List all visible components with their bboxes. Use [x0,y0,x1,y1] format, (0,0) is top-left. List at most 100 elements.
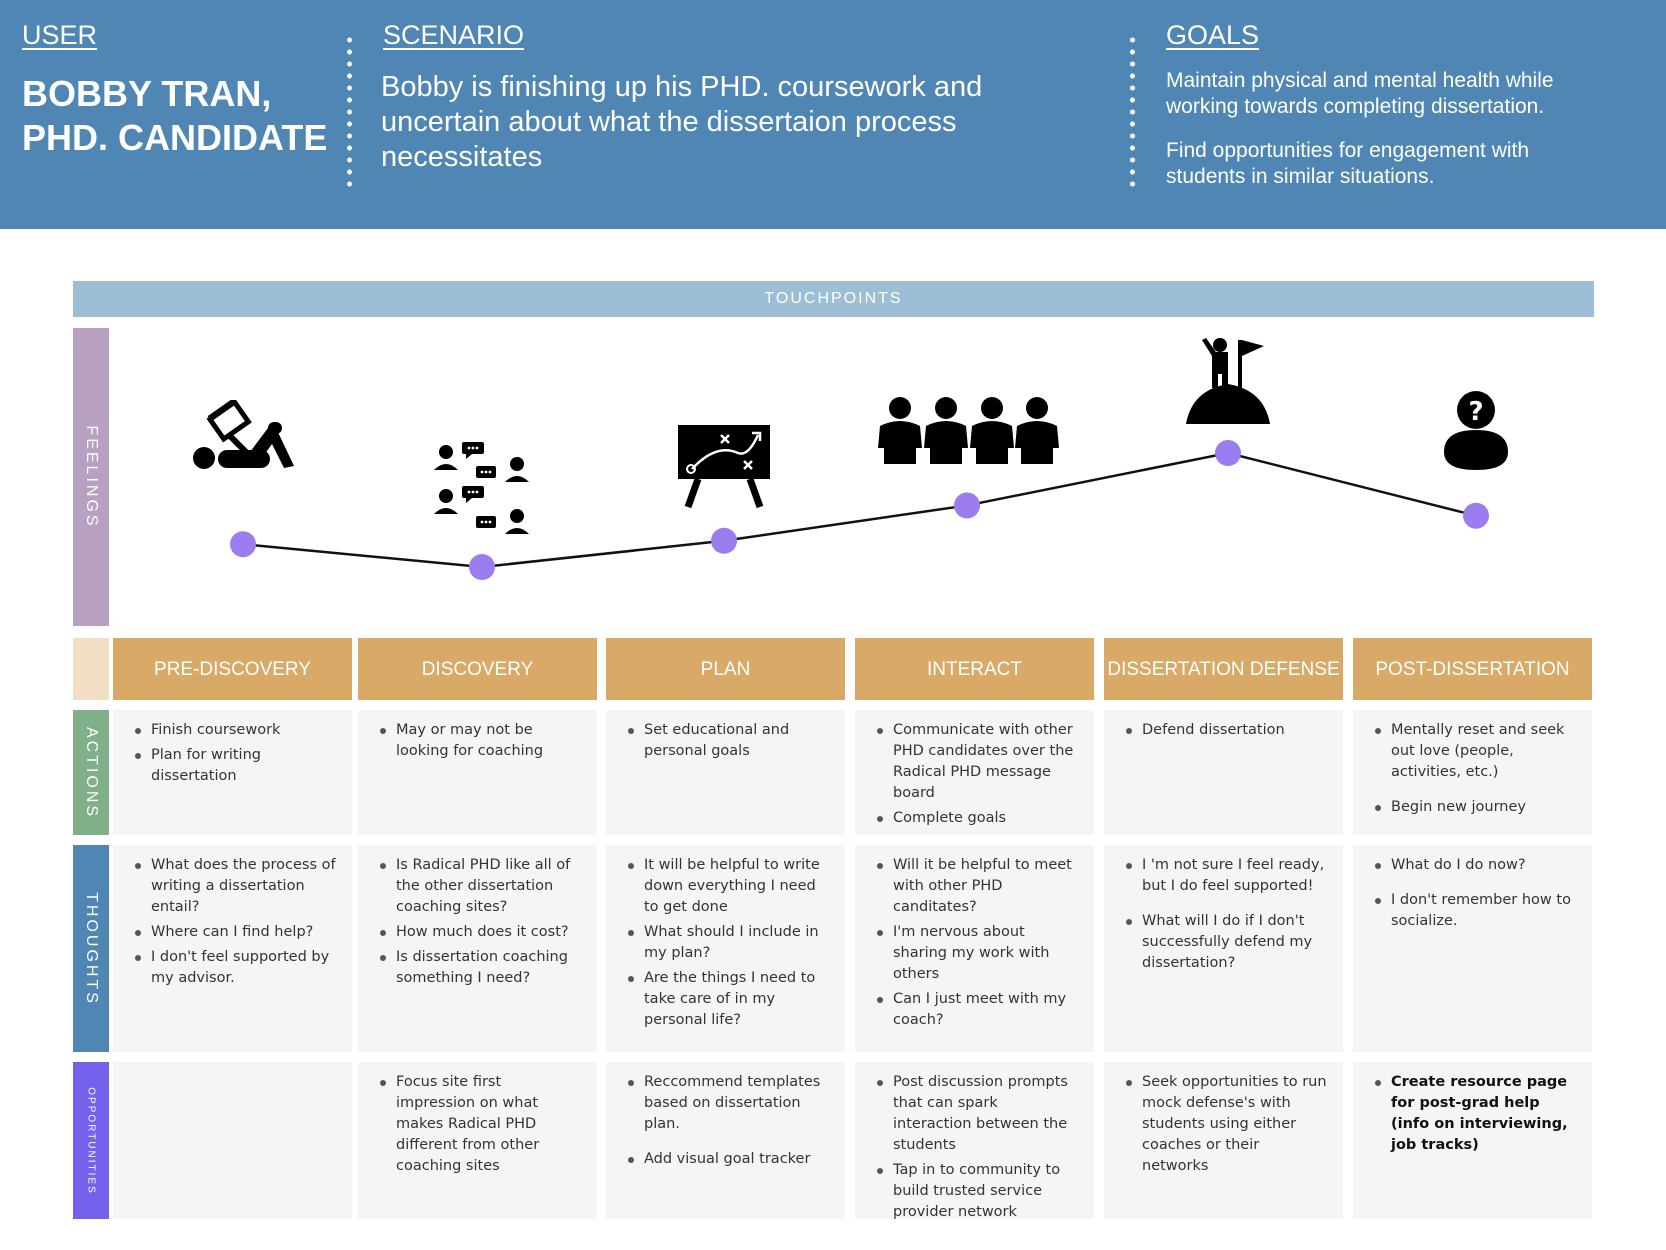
feeling-point [954,492,980,519]
header-banner: USER BOBBY TRAN, PHD. CANDIDATE SCENARIO… [0,0,1666,229]
strategy-board-icon [678,425,770,509]
phase-header: PLAN [606,638,845,700]
phase-corner [73,638,109,700]
list-item: Defend dissertation [1124,720,1327,741]
feelings-row-label: FEELINGS [73,328,109,626]
people-chat-icon [434,442,529,534]
goal-item: Maintain physical and mental health whil… [1166,69,1554,118]
user-name: BOBBY TRAN, PHD. CANDIDATE [22,73,328,158]
actions-cell-list: Defend dissertation [1124,720,1327,741]
list-item: Begin new journey [1373,797,1576,818]
actions-cell-list: May or may not be looking for coaching [378,720,581,762]
thoughts-cell-list: What do I do now? I don't remember how to… [1373,855,1576,932]
list-item: Set educational and personal goals [626,720,829,762]
list-item: Are the things I need to take care of in… [626,968,829,1031]
list-item: Plan for writing dissertation [133,745,336,787]
thoughts-cell-list: What does the process of writing a disse… [133,855,336,989]
list-item: Reccommend templates based on dissertati… [626,1072,829,1135]
divider-dots [1130,34,1135,192]
list-item: Communicate with other PHD candidates ov… [875,720,1078,804]
phase-header: DISCOVERY [358,638,597,700]
opportunities-cell: Create resource page for post-grad help … [1353,1062,1592,1219]
list-item: Seek opportunities to run mock defense's… [1124,1072,1327,1177]
list-item: What do I do now? [1373,855,1576,876]
feeling-point [1463,502,1489,529]
goal-item: Find opportunities for engagement with s… [1166,139,1530,188]
opportunities-cell-list: Focus site first impression on what make… [378,1072,581,1177]
feeling-point [711,527,737,554]
actions-row-label: ACTIONS [73,710,109,835]
thoughts-cell-list: It will be helpful to write down everyth… [626,855,829,1031]
user-label: USER [22,20,98,50]
touchpoints-bar: TOUCHPOINTS [73,281,1594,317]
list-item: Can I just meet with my coach? [875,989,1078,1031]
actions-label-text: ACTIONS [83,726,100,819]
divider-dots [347,34,352,192]
thoughts-row-label: THOUGHTS [73,845,109,1052]
feeling-point [469,554,495,580]
list-item: Is Radical PHD like all of the other dis… [378,855,581,918]
list-item: I'm nervous about sharing my work with o… [875,922,1078,985]
group-people-icon [878,397,1059,464]
opportunities-cell: Reccommend templates based on dissertati… [606,1062,845,1219]
list-item: It will be helpful to write down everyth… [626,855,829,918]
opportunities-cell-list: Seek opportunities to run mock defense's… [1124,1072,1327,1177]
person-studying-icon [193,400,294,469]
feeling-point [1215,440,1241,466]
list-item: May or may not be looking for coaching [378,720,581,762]
list-item: Focus site first impression on what make… [378,1072,581,1177]
opportunities-cell-list: Reccommend templates based on dissertati… [626,1072,829,1170]
opportunities-cell: Seek opportunities to run mock defense's… [1104,1062,1343,1219]
phase-header: POST-DISSERTATION [1353,638,1592,700]
list-item: What does the process of writing a disse… [133,855,336,918]
actions-cell: Defend dissertation [1104,710,1343,835]
actions-cell: Mentally reset and seek out love (people… [1353,710,1592,835]
actions-cell: May or may not be looking for coaching [358,710,597,835]
feelings-label-text: FEELINGS [83,425,100,529]
summit-flag-icon [1186,338,1270,424]
list-item: Tap in to community to build trusted ser… [875,1160,1078,1223]
list-item: I 'm not sure I feel ready, but I do fee… [1124,855,1327,897]
thoughts-cell: What does the process of writing a disse… [113,845,352,1052]
thoughts-cell: It will be helpful to write down everyth… [606,845,845,1052]
thoughts-cell-list: Is Radical PHD like all of the other dis… [378,855,581,989]
thoughts-cell: What do I do now? I don't remember how to… [1353,845,1592,1052]
person-question-icon: ? [1444,391,1508,470]
thoughts-cell: Is Radical PHD like all of the other dis… [358,845,597,1052]
list-item: What should I include in my plan? [626,922,829,964]
actions-cell: Communicate with other PHD candidates ov… [855,710,1094,835]
scenario-text: Bobby is finishing up his PHD. coursewor… [381,71,983,173]
feeling-point [230,531,256,558]
opportunities-label-text: OPPORTUNITIES [85,1086,97,1195]
list-item: I don't feel supported by my advisor. [133,947,336,989]
phase-header: INTERACT [855,638,1094,700]
thoughts-cell-list: Will it be helpful to meet with other PH… [875,855,1078,1031]
list-item: Mentally reset and seek out love (people… [1373,720,1576,783]
list-item: Will it be helpful to meet with other PH… [875,855,1078,918]
opportunities-cell-list: Create resource page for post-grad help … [1373,1072,1576,1156]
thoughts-cell: Will it be helpful to meet with other PH… [855,845,1094,1052]
list-item: Is dissertation coaching something I nee… [378,947,581,989]
list-item: Complete goals [875,808,1078,829]
thoughts-cell: I 'm not sure I feel ready, but I do fee… [1104,845,1343,1052]
list-item: Create resource page for post-grad help … [1373,1072,1576,1156]
svg-text:?: ? [1468,397,1483,427]
actions-cell: Set educational and personal goals [606,710,845,835]
list-item: How much does it cost? [378,922,581,943]
goals-label: GOALS [1166,20,1260,50]
opportunities-cell [113,1062,352,1219]
list-item: Add visual goal tracker [626,1149,829,1170]
phase-header: PRE-DISCOVERY [113,638,352,700]
list-item: Where can I find help? [133,922,336,943]
list-item: What will I do if I don't successfully d… [1124,911,1327,974]
opportunities-cell: Post discussion prompts that can spark i… [855,1062,1094,1220]
list-item: Finish coursework [133,720,336,741]
thoughts-label-text: THOUGHTS [83,891,100,1006]
opportunities-cell: Focus site first impression on what make… [358,1062,597,1219]
thoughts-cell-list: I 'm not sure I feel ready, but I do fee… [1124,855,1327,974]
actions-cell-list: Communicate with other PHD candidates ov… [875,720,1078,829]
actions-cell-list: Set educational and personal goals [626,720,829,762]
list-item: I don't remember how to socialize. [1373,890,1576,932]
list-item: Post discussion prompts that can spark i… [875,1072,1078,1156]
